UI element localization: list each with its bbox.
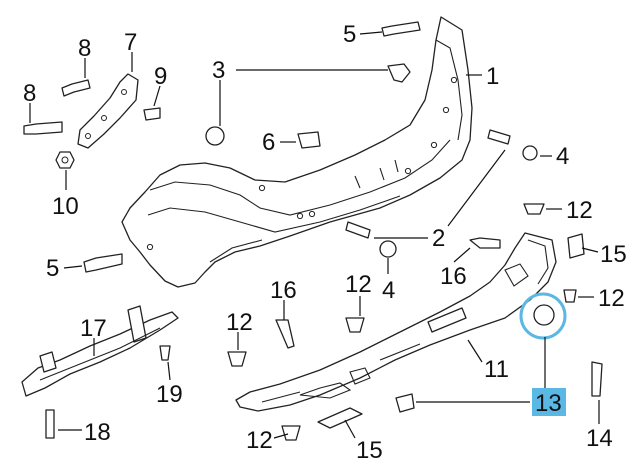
callout-12-left: 12: [226, 309, 253, 336]
callout-17: 17: [80, 315, 107, 342]
fasteners: [23, 21, 603, 441]
callout-6: 6: [262, 129, 275, 156]
callout-7: 7: [124, 29, 137, 56]
bumper-cover: [121, 16, 473, 288]
callout-11: 11: [484, 356, 509, 383]
callout-5-lower: 5: [46, 255, 59, 282]
callout-2: 2: [432, 225, 445, 252]
callout-13-highlighted: 13: [535, 390, 562, 417]
callout-13-highlight: [532, 388, 566, 416]
callout-15-right: 15: [600, 241, 627, 268]
callout-19: 19: [156, 381, 183, 408]
bracket-17: [21, 305, 179, 397]
callout-1: 1: [486, 63, 499, 90]
callout-12-upper-right: 12: [566, 197, 593, 224]
callout-5-top: 5: [343, 21, 356, 48]
callout-numbers: 5 8 7 3 1 9 8 6 4 10 12 2 5 15 16 12 4 1…: [23, 21, 627, 464]
highlight-ring: [519, 292, 567, 340]
callout-8-lower: 8: [23, 80, 36, 107]
callout-12-center: 12: [345, 271, 372, 298]
callout-3: 3: [212, 57, 225, 84]
callout-16-right: 16: [440, 263, 467, 290]
callout-16-left: 16: [270, 277, 297, 304]
callout-14: 14: [586, 425, 613, 452]
callout-9: 9: [154, 63, 167, 90]
callout-8-top: 8: [78, 35, 91, 62]
leader-lines: [29, 31, 600, 439]
callout-4-center: 4: [382, 277, 395, 304]
callout-12-bottom: 12: [246, 427, 273, 454]
callout-10: 10: [52, 193, 79, 220]
callout-12-right: 12: [598, 285, 625, 312]
callout-18: 18: [84, 419, 111, 446]
callout-4-right: 4: [556, 143, 569, 170]
callout-15-bottom: 15: [356, 437, 383, 464]
bracket-7: [77, 73, 139, 149]
